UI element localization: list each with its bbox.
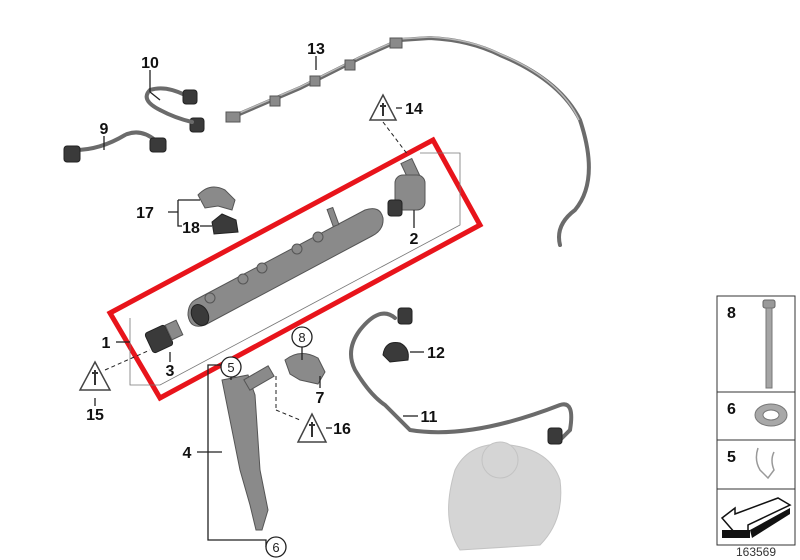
label-12[interactable]: 12 — [427, 345, 445, 362]
highlight-frame — [106, 136, 484, 402]
label-10[interactable]: 10 — [141, 55, 159, 72]
rail-pressure-sensor-part-3[interactable] — [144, 319, 184, 354]
label-15[interactable]: 15 — [86, 407, 104, 424]
injector-line-part-9[interactable] — [63, 130, 167, 163]
high-pressure-pump-ghost — [448, 441, 562, 551]
clip-icon — [755, 447, 775, 480]
side-label-6: 6 — [727, 401, 736, 418]
bolt-icon — [762, 299, 776, 389]
label-7[interactable]: 7 — [316, 390, 325, 407]
high-pressure-line-part-11[interactable] — [349, 307, 574, 445]
injector-line-part-10[interactable] — [144, 86, 205, 133]
ref-circle-8 — [291, 326, 313, 348]
pressure-regulator-part-2[interactable] — [387, 157, 426, 217]
fuel-rail-part-1[interactable] — [187, 206, 384, 329]
side-label-8: 8 — [727, 305, 736, 322]
label-2[interactable]: 2 — [410, 231, 419, 248]
side-item-bolt[interactable]: 8 — [727, 299, 776, 389]
label-8-circled[interactable]: 8 — [298, 330, 305, 345]
warning-triangle-icon-14 — [368, 93, 398, 121]
label-16[interactable]: 16 — [333, 421, 351, 438]
clamp-part-7[interactable] — [284, 353, 326, 385]
label-3[interactable]: 3 — [166, 363, 175, 380]
warning-triangle-icon-16 — [296, 412, 328, 443]
side-item-washer[interactable]: 6 — [727, 401, 788, 427]
label-18[interactable]: 18 — [182, 220, 200, 237]
clamp-insert-part-18[interactable] — [211, 213, 239, 235]
side-item-arrow[interactable] — [720, 497, 792, 538]
ref-circle-5 — [220, 356, 242, 378]
diagram-id: 163569 — [736, 545, 776, 559]
clamp-part-17[interactable] — [197, 186, 236, 211]
ref-circle-6 — [265, 536, 287, 558]
label-4[interactable]: 4 — [183, 445, 192, 462]
bracket-part-12[interactable] — [382, 342, 409, 363]
label-1[interactable]: 1 — [102, 335, 111, 352]
injector-part-4[interactable] — [221, 365, 275, 531]
leader-lines — [94, 56, 424, 547]
washer-icon — [754, 403, 788, 427]
label-11[interactable]: 11 — [421, 409, 438, 426]
label-6-circled[interactable]: 6 — [272, 540, 279, 555]
warning-triangle-icon-15 — [78, 360, 112, 391]
label-5-circled[interactable]: 5 — [227, 360, 234, 375]
side-item-clip[interactable]: 5 — [727, 447, 775, 480]
wiring-harness-part-13[interactable] — [225, 35, 591, 247]
side-panel: 8 6 5 — [716, 295, 796, 546]
label-9[interactable]: 9 — [100, 121, 109, 138]
label-14[interactable]: 14 — [405, 101, 423, 118]
assembly-outline — [129, 152, 461, 386]
label-13[interactable]: 13 — [307, 41, 325, 58]
side-label-5: 5 — [727, 449, 736, 466]
label-17[interactable]: 17 — [136, 205, 154, 222]
